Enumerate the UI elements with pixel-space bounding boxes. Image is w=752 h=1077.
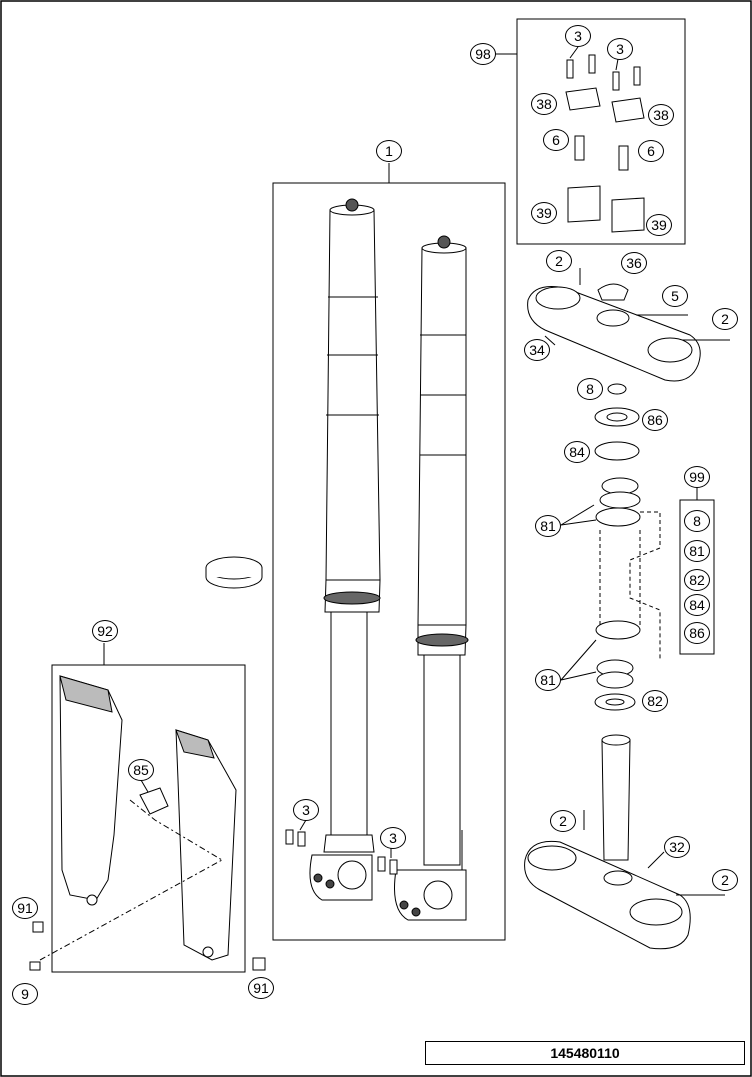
- right-fork-leg: [394, 235, 469, 921]
- callout-screw-91-left: 91: [12, 897, 38, 919]
- race-81-top-part: [595, 507, 641, 527]
- seal-82-part: [594, 693, 636, 711]
- kit-99-item-2: 81: [684, 540, 710, 562]
- callout-oring-8: 8: [577, 378, 603, 400]
- screw-9-part: [29, 961, 41, 971]
- callout-clamp-39-left: 39: [531, 202, 557, 224]
- callout-clamp-39-right: 39: [646, 214, 672, 236]
- left-fork-leg: [309, 198, 381, 901]
- callout-screw-6-right: 6: [638, 140, 664, 162]
- callout-bearing-81-bottom: 81: [535, 669, 561, 691]
- callout-screw-bottom-clamp-left: 2: [550, 810, 576, 832]
- seal-84-part: [594, 441, 640, 461]
- oring-part: [607, 383, 627, 395]
- callout-plug-36: 36: [621, 252, 647, 274]
- kit-99-item-1: 8: [684, 510, 710, 532]
- callout-screw-bottom-clamp-right: 2: [712, 869, 738, 891]
- callout-screw-top-clamp-right: 2: [712, 308, 738, 330]
- callout-fork-assembly: 1: [376, 140, 402, 162]
- callout-screw-9: 9: [12, 983, 38, 1005]
- part-number-label: 145480110: [425, 1041, 745, 1065]
- seal-86-part: [594, 407, 640, 427]
- fork-guard-left: [59, 675, 123, 906]
- callout-clip-85: 85: [128, 759, 154, 781]
- callout-clamp-38-left: 38: [531, 93, 557, 115]
- kit-99-item-5: 86: [684, 622, 710, 644]
- callout-seal-82: 82: [642, 690, 668, 712]
- top-triple-clamp: [527, 286, 701, 382]
- callout-guard-kit: 92: [92, 620, 118, 642]
- fork-screws-left: [285, 829, 306, 847]
- steering-tube-ghost: [599, 511, 661, 660]
- bottom-triple-clamp: [524, 734, 691, 950]
- callout-clamp-38-right: 38: [648, 104, 674, 126]
- callout-screw-98-left: 3: [565, 25, 591, 47]
- callout-steering-kit: 99: [684, 466, 710, 488]
- assembly-dashed-lines: [39, 799, 223, 961]
- fork-guard-right: [175, 729, 237, 961]
- kit-99-item-4: 84: [684, 594, 710, 616]
- callout-screw-top-clamp-left: 2: [546, 250, 572, 272]
- callout-bottom-clamp: 32: [664, 836, 690, 858]
- callout-top-clamp: 34: [524, 339, 550, 361]
- kit-98-parts: [565, 54, 645, 233]
- callout-seal-84: 84: [564, 441, 590, 463]
- callout-screw-6-left: 6: [543, 129, 569, 151]
- callout-screw-98-right: 3: [607, 38, 633, 60]
- loose-ring-part: [205, 556, 263, 589]
- clip-85-part: [139, 787, 169, 815]
- callout-bearing-81-top: 81: [535, 515, 561, 537]
- kit-99-item-3: 82: [684, 569, 710, 591]
- fork-guard-box: [51, 664, 246, 973]
- screw-91-left-part: [32, 921, 44, 933]
- callout-screw-fork-right: 3: [380, 827, 406, 849]
- callout-screw-fork-left: 3: [293, 799, 319, 821]
- screw-91-right-part: [252, 957, 266, 971]
- handlebar-kit-box: [516, 18, 686, 245]
- race-81-bottom-part: [595, 620, 641, 640]
- callout-screw-5: 5: [662, 285, 688, 307]
- callout-seal-86: 86: [642, 409, 668, 431]
- fork-screws-right: [377, 856, 398, 875]
- callout-screw-91-right: 91: [248, 977, 274, 999]
- callout-handlebar-kit: 98: [470, 43, 496, 65]
